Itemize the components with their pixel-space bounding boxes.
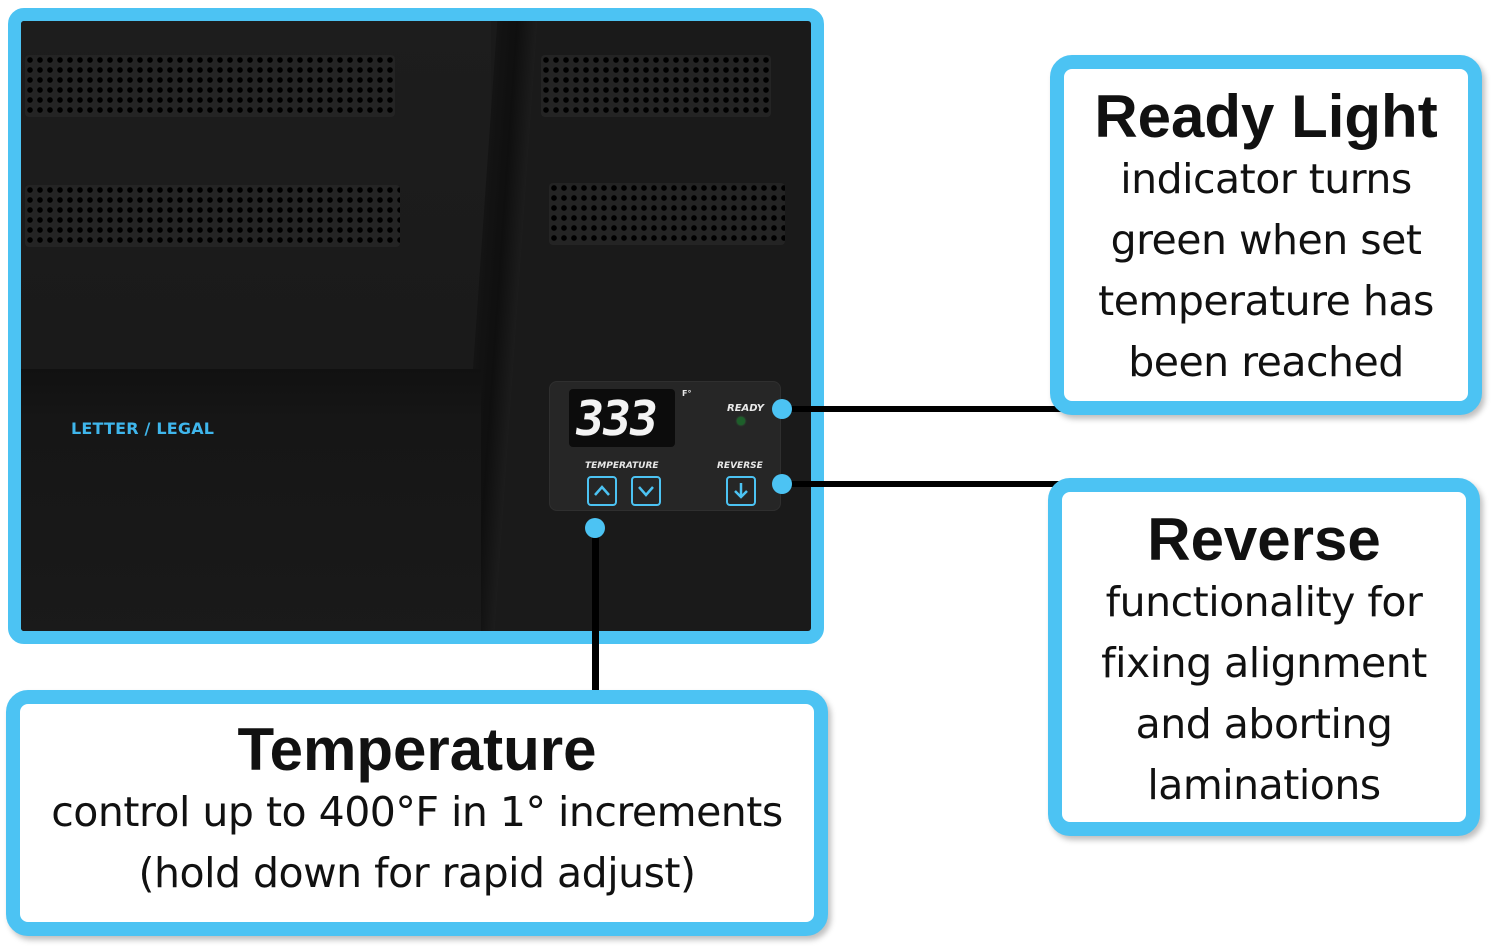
control-panel: 333 F° READY TEMPERATURE REVERSE: [549, 381, 781, 511]
reverse-connector-dot: [772, 474, 792, 494]
ready-light-icon: [737, 417, 745, 425]
vent-grill: [25, 55, 395, 117]
callout-text: laminations: [1147, 761, 1381, 809]
temperature-readout: 333: [571, 391, 660, 447]
callout-heading: Ready Light: [1094, 83, 1438, 150]
reverse-label: REVERSE: [717, 461, 763, 471]
feed-tray: [21, 369, 481, 631]
laminator-photo: LETTER / LEGAL 333 F° READY TEMPERATURE …: [8, 8, 824, 644]
temperature-display: 333: [569, 389, 675, 447]
callout-text: temperature has: [1098, 277, 1434, 325]
unit-label: F°: [682, 389, 692, 398]
callout-text: control up to 400°F in 1° increments: [51, 788, 783, 836]
callout-text: functionality for: [1105, 578, 1423, 626]
vent-grill: [549, 183, 785, 245]
callout-text: been reached: [1128, 338, 1404, 386]
arrow-up-icon: [594, 485, 610, 496]
reverse-connector-line: [785, 481, 1065, 487]
feed-size-label: LETTER / LEGAL: [71, 419, 215, 438]
ready-connector-line: [785, 406, 1065, 412]
callout-text: indicator turns: [1120, 155, 1412, 203]
reverse-arrow-icon: [734, 483, 748, 499]
callout-text: and aborting: [1135, 700, 1393, 748]
ready-light-callout: Ready Light indicator turns green when s…: [1050, 55, 1482, 415]
callout-text: green when set: [1110, 216, 1422, 264]
reverse-callout: Reverse functionality for fixing alignme…: [1048, 478, 1480, 836]
vent-grill: [541, 55, 771, 117]
callout-text: (hold down for rapid adjust): [138, 849, 697, 897]
arrow-down-icon: [638, 486, 654, 497]
temperature-label: TEMPERATURE: [585, 461, 659, 471]
temperature-connector-dot: [585, 518, 605, 538]
vent-grill: [25, 185, 400, 247]
reverse-button[interactable]: [726, 476, 756, 506]
ready-connector-dot: [772, 399, 792, 419]
callout-heading: Temperature: [237, 716, 597, 783]
callout-heading: Reverse: [1147, 506, 1381, 573]
temperature-callout: Temperature control up to 400°F in 1° in…: [6, 690, 828, 936]
temperature-up-button[interactable]: [587, 476, 617, 506]
temperature-down-button[interactable]: [631, 476, 661, 506]
ready-label: READY: [727, 403, 765, 414]
callout-text: fixing alignment: [1101, 639, 1427, 687]
temperature-connector-line: [592, 530, 599, 690]
